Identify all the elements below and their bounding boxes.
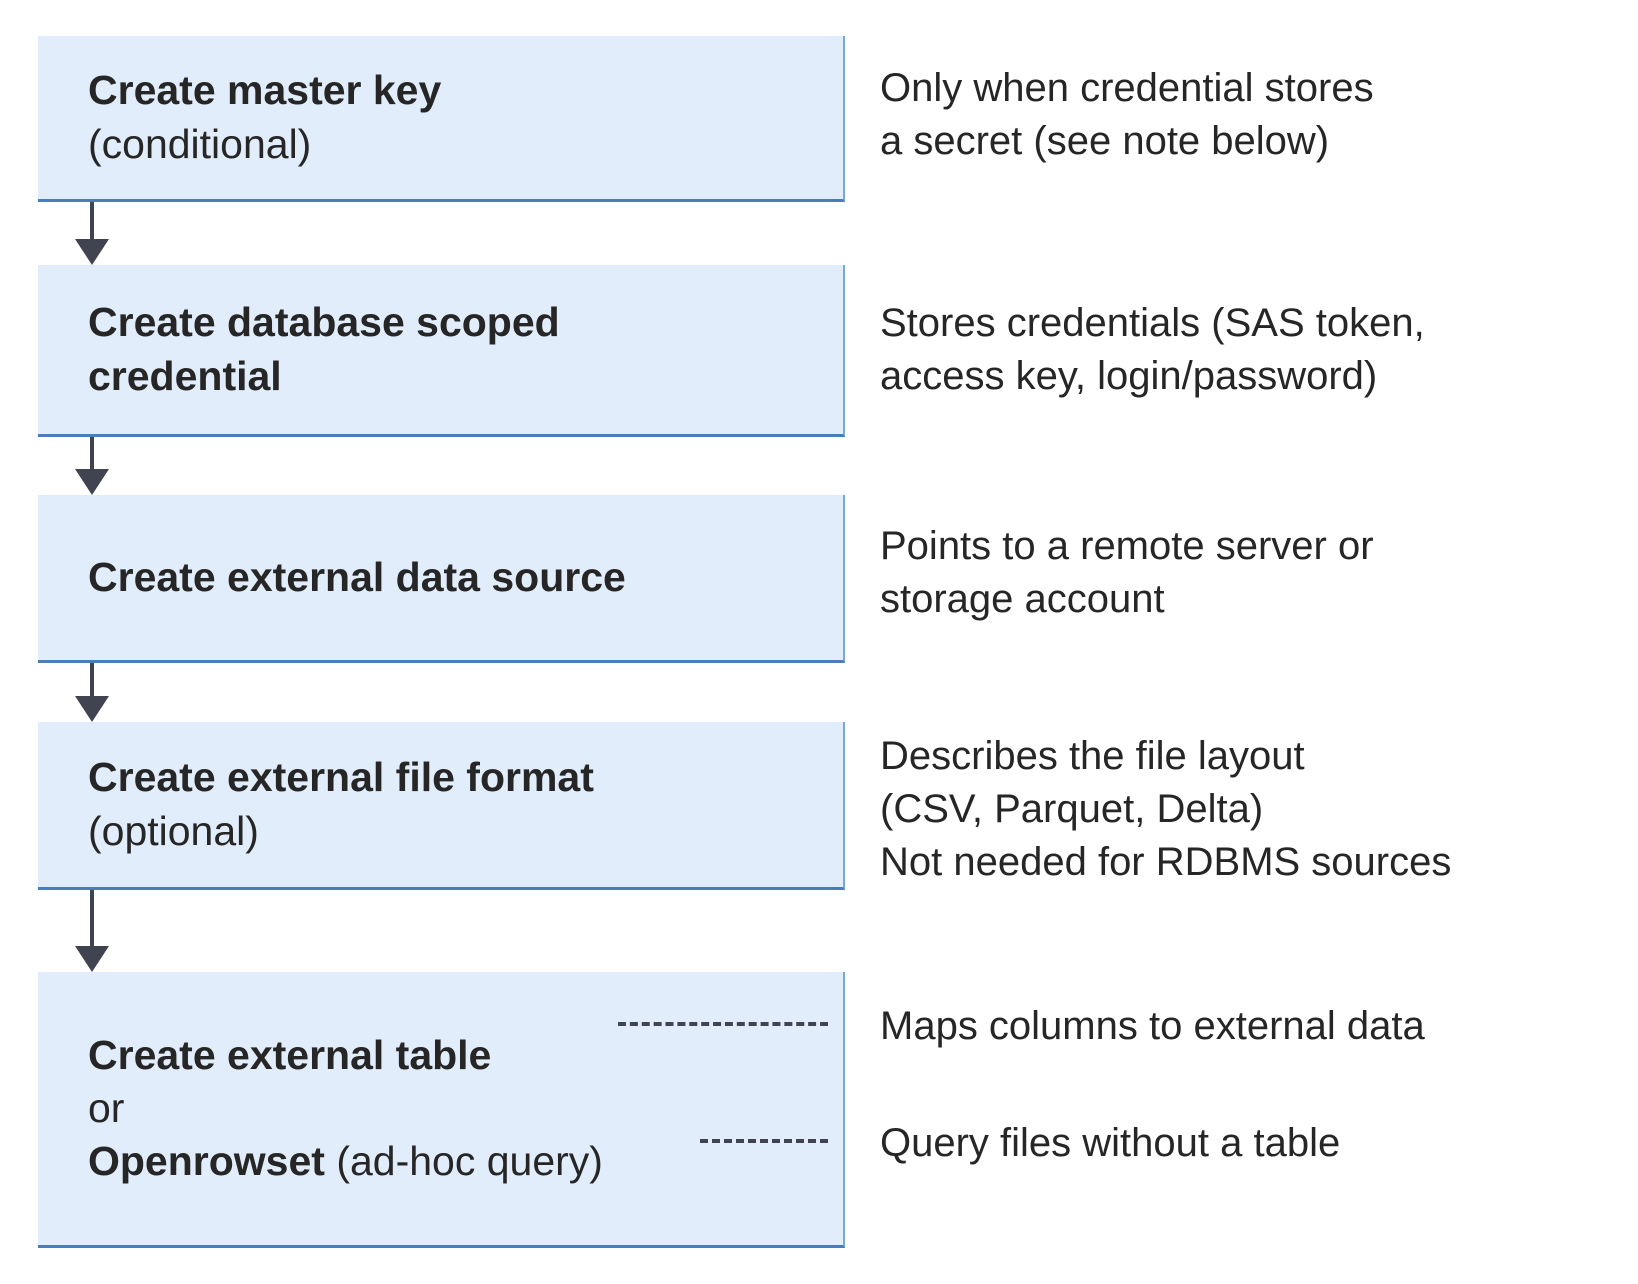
- dashed-connector-external-table: [618, 1022, 828, 1026]
- step-qualifier-optional: (optional): [88, 807, 259, 854]
- arrow-head-icon: [75, 696, 109, 722]
- description-line: (CSV, Parquet, Delta): [880, 786, 1264, 831]
- description-create-database-scoped-credential: Stores credentials (SAS token, access ke…: [880, 297, 1425, 403]
- flow-box-create-external-file-format: Create external file format (optional): [38, 722, 845, 890]
- description-openrowset: Query files without a table: [880, 1117, 1340, 1170]
- arrow-connector-2: [75, 437, 109, 495]
- step-title-create-external-data-source: Create external data source: [88, 553, 626, 600]
- openrowset-label: Openrowset: [88, 1138, 325, 1185]
- description-line: access key, login/password): [880, 353, 1378, 398]
- arrow-head-icon: [75, 239, 109, 265]
- description-line: Maps columns to external data: [880, 1004, 1425, 1048]
- description-create-external-table: Maps columns to external data: [880, 1000, 1425, 1053]
- flow-box-create-external-table-or-openrowset: Create external table or Openrowset (ad-…: [38, 972, 845, 1248]
- description-line: a secret (see note below): [880, 118, 1330, 163]
- openrowset-qualifier: (ad-hoc query): [324, 1138, 603, 1185]
- arrow-head-icon: [75, 946, 109, 972]
- step-title-line-2: credential: [88, 352, 282, 399]
- flow-box-create-master-key: Create master key (conditional): [38, 36, 845, 202]
- description-line: Describes the file layout: [880, 734, 1305, 778]
- flow-box-text-group: Create external table or Openrowset (ad-…: [38, 1029, 843, 1189]
- description-line: Points to a remote server or: [880, 524, 1374, 568]
- flow-box-text-group: Create master key (conditional): [38, 64, 843, 171]
- description-line: storage account: [880, 576, 1165, 621]
- description-create-master-key: Only when credential stores a secret (se…: [880, 62, 1374, 168]
- dashed-connector-openrowset: [700, 1139, 828, 1143]
- description-line: Stores credentials (SAS token,: [880, 301, 1425, 345]
- step-title-line-1: Create database scoped: [88, 299, 560, 346]
- arrow-connector-1: [75, 202, 109, 265]
- step-title-create-master-key: Create master key: [88, 67, 442, 114]
- step-qualifier-conditional: (conditional): [88, 120, 312, 167]
- step-title-create-external-table: Create external table: [88, 1031, 492, 1078]
- arrow-head-icon: [75, 469, 109, 495]
- arrow-shaft: [90, 890, 94, 946]
- description-create-external-data-source: Points to a remote server or storage acc…: [880, 520, 1374, 626]
- description-create-external-file-format: Describes the file layout (CSV, Parquet,…: [880, 730, 1451, 888]
- arrow-shaft: [90, 202, 94, 239]
- flow-box-text-group: Create external data source: [38, 551, 843, 604]
- flow-box-create-database-scoped-credential: Create database scoped credential: [38, 265, 845, 437]
- description-line: Query files without a table: [880, 1121, 1341, 1165]
- arrow-connector-3: [75, 663, 109, 722]
- step-title-create-external-file-format: Create external file format: [88, 754, 594, 801]
- arrow-shaft: [90, 663, 94, 696]
- step-separator-or: or: [88, 1084, 125, 1131]
- description-line: Not needed for RDBMS sources: [880, 839, 1452, 884]
- arrow-shaft: [90, 437, 94, 469]
- description-line: Only when credential stores: [880, 66, 1374, 110]
- flow-box-text-group: Create external file format (optional): [38, 751, 843, 858]
- flow-box-text-group: Create database scoped credential: [38, 296, 843, 403]
- arrow-connector-4: [75, 890, 109, 972]
- step-title-openrowset: Openrowset (ad-hoc query): [88, 1135, 843, 1188]
- flow-box-create-external-data-source: Create external data source: [38, 495, 845, 663]
